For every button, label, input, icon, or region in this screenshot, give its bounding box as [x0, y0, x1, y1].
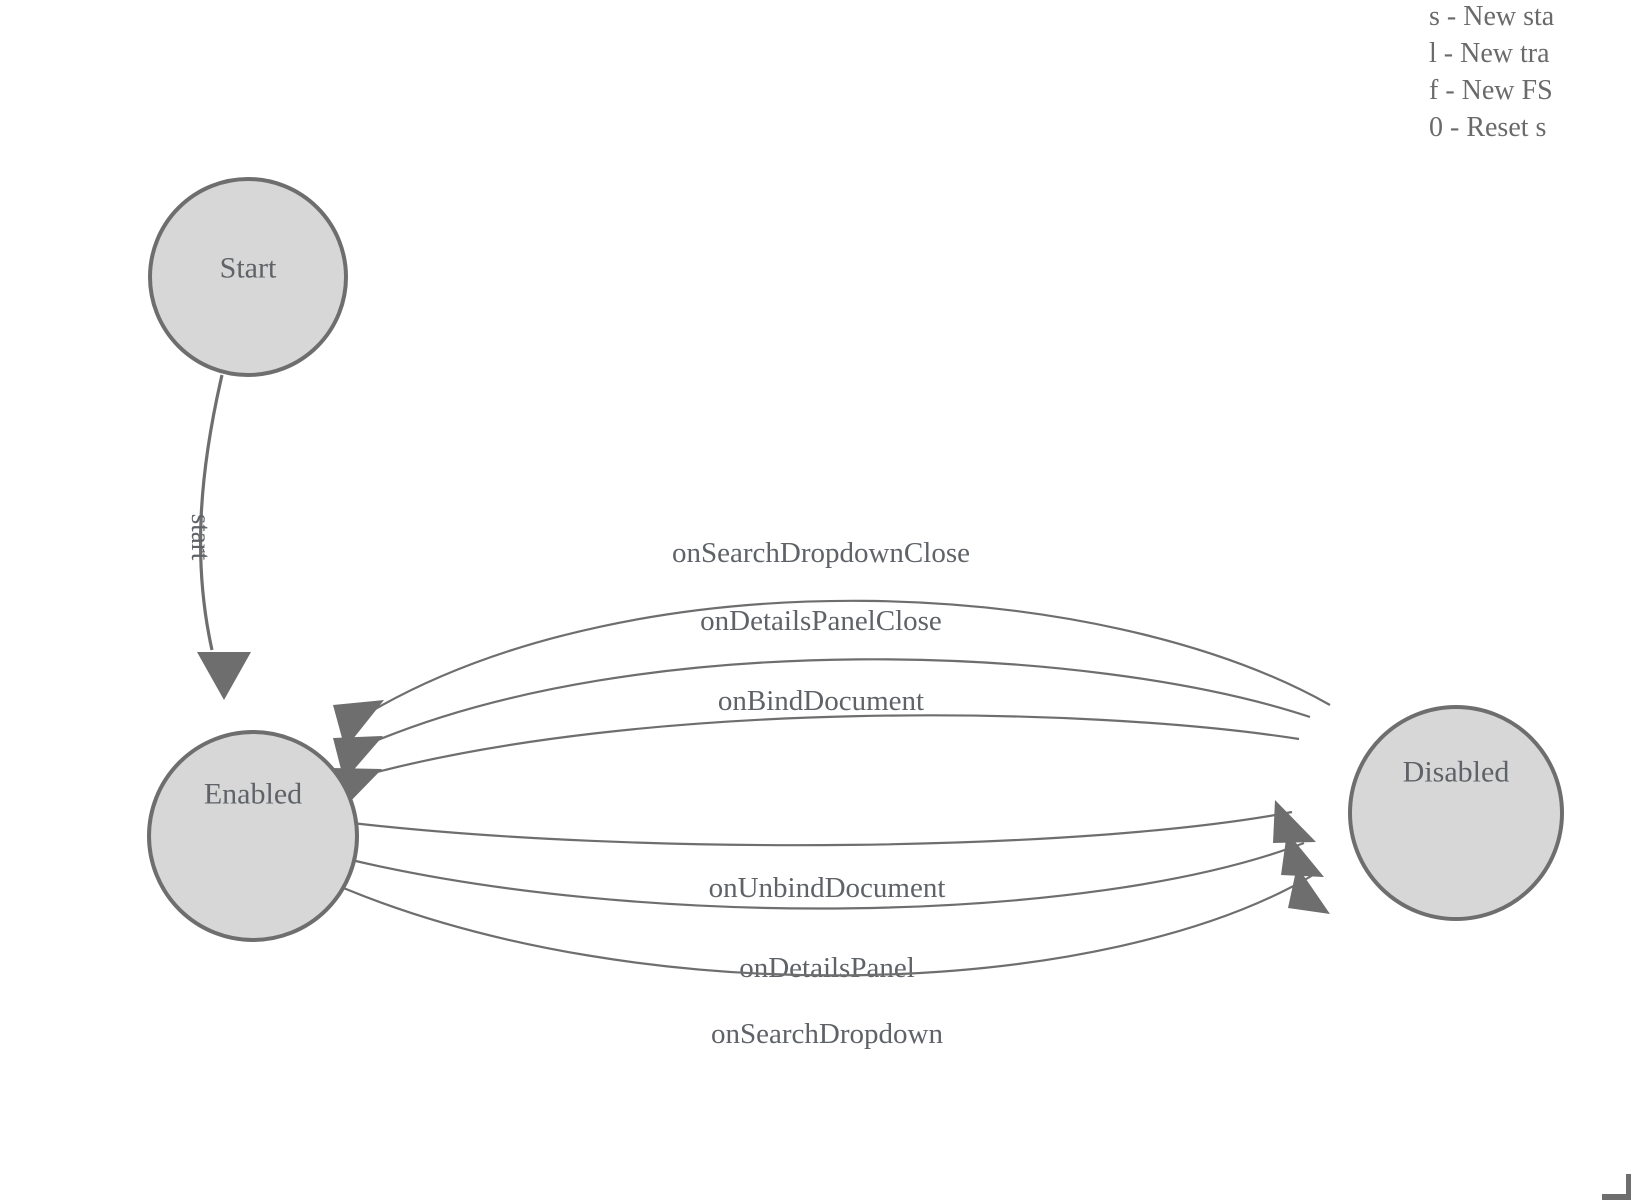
edge-start-to-enabled[interactable]: start — [186, 374, 251, 700]
edge-label-ondetailspanelclose: onDetailsPanelClose — [700, 605, 942, 637]
edge-path-onsearchdropdownclose — [369, 599, 1331, 713]
resize-corner-handle[interactable] — [1600, 1174, 1632, 1204]
edge-disabled-to-enabled-onsearchdropdownclose[interactable]: onSearchDropdownClose — [333, 537, 1331, 749]
edge-path-onunbinddocument — [351, 810, 1293, 847]
edge-disabled-to-enabled-ondetailspanelclose[interactable]: onDetailsPanelClose — [333, 605, 1311, 781]
edge-path-ondetailspanelclose — [365, 658, 1311, 747]
node-start[interactable]: Start — [148, 177, 348, 377]
arrow-head-ondetailspanel — [1281, 832, 1324, 877]
arrow-head-onsearchdropdown — [1288, 866, 1330, 914]
corner-bar-horizontal — [1602, 1194, 1630, 1200]
node-disabled-label: Disabled — [1403, 756, 1510, 789]
edge-label-onsearchdropdownclose: onSearchDropdownClose — [672, 537, 970, 569]
edge-enabled-to-disabled-onunbinddocument[interactable]: onUnbindDocument — [351, 800, 1316, 904]
shortcut-legend: s - New sta l - New tra f - New FS 0 - R… — [1429, 0, 1632, 146]
legend-line-new-fsm: f - New FS — [1429, 75, 1553, 106]
legend-line-new-state: s - New sta — [1429, 1, 1555, 32]
node-enabled-label: Enabled — [204, 778, 302, 811]
node-disabled[interactable]: Disabled — [1348, 705, 1564, 921]
edge-label-onbinddocument: onBindDocument — [718, 685, 924, 717]
edge-path-onbinddocument — [361, 714, 1300, 778]
node-start-circle — [148, 177, 348, 377]
legend-line-new-transition: l - New tra — [1429, 38, 1550, 69]
node-start-label: Start — [220, 252, 277, 285]
edge-label-onsearchdropdown: onSearchDropdown — [711, 1018, 943, 1050]
node-enabled-circle — [147, 730, 359, 942]
edge-enabled-to-disabled-ondetailspanel[interactable]: onDetailsPanel — [342, 832, 1324, 984]
edge-enabled-to-disabled-onsearchdropdown[interactable]: onSearchDropdown — [333, 866, 1330, 1050]
arrow-head-onunbinddocument — [1273, 800, 1316, 843]
edge-start-path — [198, 374, 224, 651]
node-enabled[interactable]: Enabled — [147, 730, 359, 942]
node-disabled-circle — [1348, 705, 1564, 921]
edge-disabled-to-enabled-onbinddocument[interactable]: onBindDocument — [332, 685, 1300, 810]
edge-path-onsearchdropdown — [333, 871, 1319, 977]
edge-path-ondetailspanel — [342, 841, 1305, 910]
edge-label-start: start — [186, 514, 216, 561]
corner-bar-vertical — [1626, 1174, 1631, 1200]
legend-line-reset: 0 - Reset s — [1429, 112, 1547, 143]
edge-label-ondetailspanel: onDetailsPanel — [739, 952, 915, 984]
edge-label-onunbinddocument: onUnbindDocument — [709, 872, 946, 904]
arrow-head-start — [197, 652, 251, 700]
arrow-head-onsearchdropdownclose — [333, 700, 384, 749]
